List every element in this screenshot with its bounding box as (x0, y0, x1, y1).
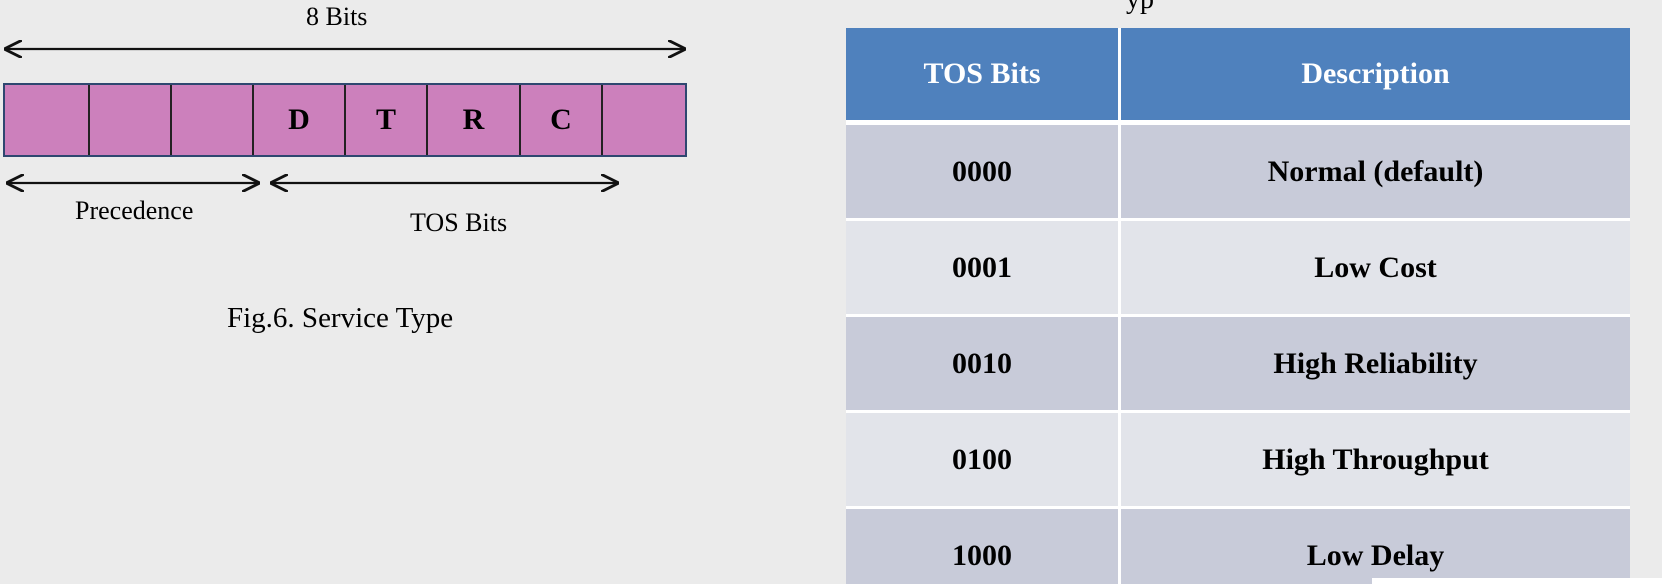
tos-bits-cell: 1000 (846, 507, 1121, 584)
corner-strip (1372, 578, 1662, 584)
description-cell: Low Cost (1119, 219, 1630, 316)
width-label: 8 Bits (306, 2, 368, 31)
bit-cell: T (346, 85, 428, 155)
description-cell: High Reliability (1119, 315, 1630, 412)
tos-bits-cell: 0000 (846, 122, 1121, 220)
description-cell: Low Delay (1119, 507, 1630, 584)
tos-bits-cell: 0010 (846, 315, 1121, 412)
table-header-row: TOS Bits Description (846, 28, 1630, 123)
bit-cell: R (428, 85, 521, 155)
precedence-label: Precedence (75, 196, 194, 225)
description-cell: Normal (default) (1119, 122, 1630, 220)
bit-cell (172, 85, 254, 155)
tos-bits-label: TOS Bits (410, 208, 508, 237)
arrows (0, 0, 760, 300)
figure-caption: Fig.6. Service Type (227, 302, 454, 334)
tos-bits-cell: 0100 (846, 411, 1121, 508)
bit-cell (5, 85, 90, 155)
description-cell: High Throughput (1119, 411, 1630, 508)
bit-cell (603, 85, 685, 155)
bit-cell: D (254, 85, 346, 155)
header-description: Description (1119, 28, 1630, 123)
partial-heading: yp (1126, 0, 1154, 16)
bit-cell (90, 85, 172, 155)
tos-bits-cell: 0001 (846, 219, 1121, 316)
header-tos-bits: TOS Bits (846, 28, 1121, 123)
bit-cell: C (521, 85, 603, 155)
